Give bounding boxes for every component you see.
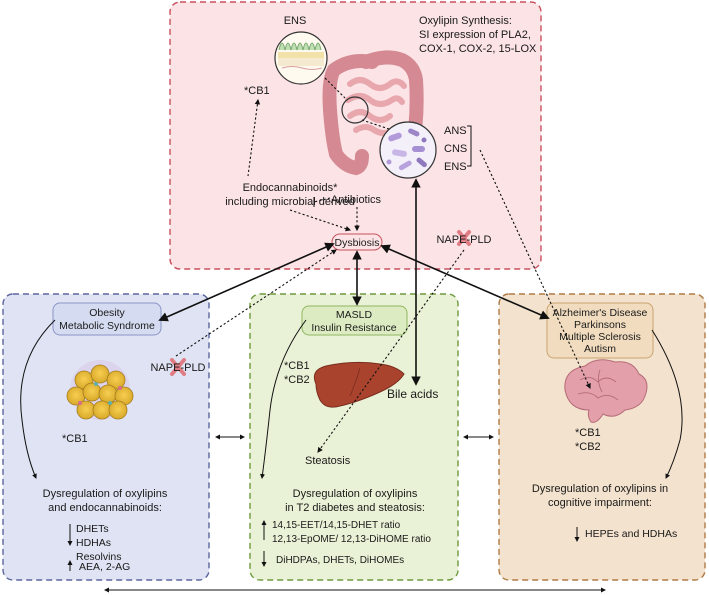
parkinsons-label: Parkinsons <box>574 319 626 331</box>
gut-nape-pld-label: NAPE-PLD <box>436 234 491 246</box>
insulin-resistance-label: Insulin Resistance <box>311 322 396 334</box>
ens-villi-icon <box>274 31 328 85</box>
axis-cns-label: CNS <box>444 143 467 155</box>
obesity-nape-pld-label: NAPE-PLD <box>150 362 205 374</box>
masld-dysregulation-line1: Dysregulation of oxylipins <box>293 488 418 500</box>
nape-pld-dysbiosis-dotted-arrow <box>175 249 337 357</box>
antibiotics-label: Antibiotics <box>331 194 382 206</box>
brain-icon <box>564 359 648 423</box>
neuro-dysregulation-line1: Dysregulation of oxylipins in <box>532 483 668 495</box>
ens-zoom-line <box>324 77 346 99</box>
steatosis-label: Steatosis <box>305 455 351 467</box>
axis-ans-label: ANS <box>444 125 467 137</box>
endocannabinoids-line2: including microbial derived <box>225 196 355 208</box>
alzheimers-label: Alzheimer's Disease <box>553 307 648 319</box>
obesity-down-resolvins: Resolvins <box>76 551 122 563</box>
nape-pld-steatosis-dotted-arrow <box>317 249 465 453</box>
bile-acids-label: Bile acids <box>387 387 438 401</box>
axis-ens-label: ENS <box>444 161 467 173</box>
obesity-dysregulation-line2: and endocannabinoids: <box>48 502 162 514</box>
ens-label-top: ENS <box>284 15 307 27</box>
oxylipin-synthesis-line2: SI expression of PLA2, <box>419 29 531 41</box>
multiple-sclerosis-label: Multiple Sclerosis <box>559 331 641 343</box>
antibiotics-inhibit-line <box>313 197 331 203</box>
masld-up-eet-ratio: 14,15-EET/14,15-DHET ratio <box>272 520 401 531</box>
masld-label: MASLD <box>336 309 373 321</box>
obesity-up-aea: AEA, 2-AG <box>79 561 130 573</box>
masld-dysregulation-line2: in T2 diabetes and steatosis: <box>285 502 425 514</box>
liver-icon <box>313 361 405 408</box>
masld-to-dysregulation-arrow <box>260 319 307 479</box>
obesity-label: Obesity <box>89 307 125 319</box>
endo-to-dysbiosis-dotted-arrow <box>289 209 352 232</box>
oxylipin-synthesis-title: Oxylipin Synthesis: <box>419 15 512 27</box>
microbe-zoom-line <box>361 119 393 131</box>
nape-pld-cross-icon-obesity <box>170 358 186 376</box>
intestine-icon <box>322 50 424 176</box>
neuro-dysregulation-line2: cognitive impairment: <box>548 497 652 509</box>
obesity-to-dysregulation-arrow <box>20 319 56 479</box>
nape-pld-cross-icon-gut <box>457 230 471 246</box>
masld-cb2-label: *CB2 <box>284 374 310 386</box>
obesity-dysregulation-line1: Dysregulation of oxylipins <box>43 488 168 500</box>
obesity-panel <box>2 293 210 581</box>
endocannabinoids-line1: Endocannabinoids* <box>243 182 339 194</box>
autism-label: Autism <box>584 343 616 355</box>
gut-cb1-label: *CB1 <box>244 85 270 97</box>
adipose-tissue-icon <box>66 360 134 420</box>
obesity-down-dhets: DHETs <box>76 523 109 535</box>
neuro-pill <box>546 302 654 359</box>
axis-bracket <box>467 125 472 167</box>
masld-cb1-label: *CB1 <box>284 360 310 372</box>
dysbiosis-obesity-arrow <box>158 242 335 322</box>
neuro-cb1-label: *CB1 <box>575 427 601 439</box>
dysbiosis-neuro-arrow <box>380 244 550 320</box>
obesity-down-hdhas: HDHAs <box>76 537 111 549</box>
oxylipin-synthesis-line3: COX-1, COX-2, 15-LOX <box>419 43 537 55</box>
neuro-panel <box>498 293 706 581</box>
masld-down-dihdpas: DiHDPAs, DHETs, DiHOMEs <box>276 555 404 566</box>
neuro-down-hepes: HEPEs and HDHAs <box>585 528 677 540</box>
microbiota-icon <box>379 121 437 179</box>
obesity-cb1-label: *CB1 <box>62 433 88 445</box>
dysbiosis-label: Dysbiosis <box>335 237 380 249</box>
masld-up-epome-ratio: 12,13-EpOME/ 12,13-DiHOME ratio <box>272 534 431 545</box>
zoom-ring-small <box>341 96 369 124</box>
dysbiosis-pill <box>331 233 383 251</box>
neuro-cb2-label: *CB2 <box>575 441 601 453</box>
neuro-to-dysregulation-arrow <box>651 329 683 479</box>
metabolic-syndrome-label: Metabolic Syndrome <box>59 320 155 332</box>
